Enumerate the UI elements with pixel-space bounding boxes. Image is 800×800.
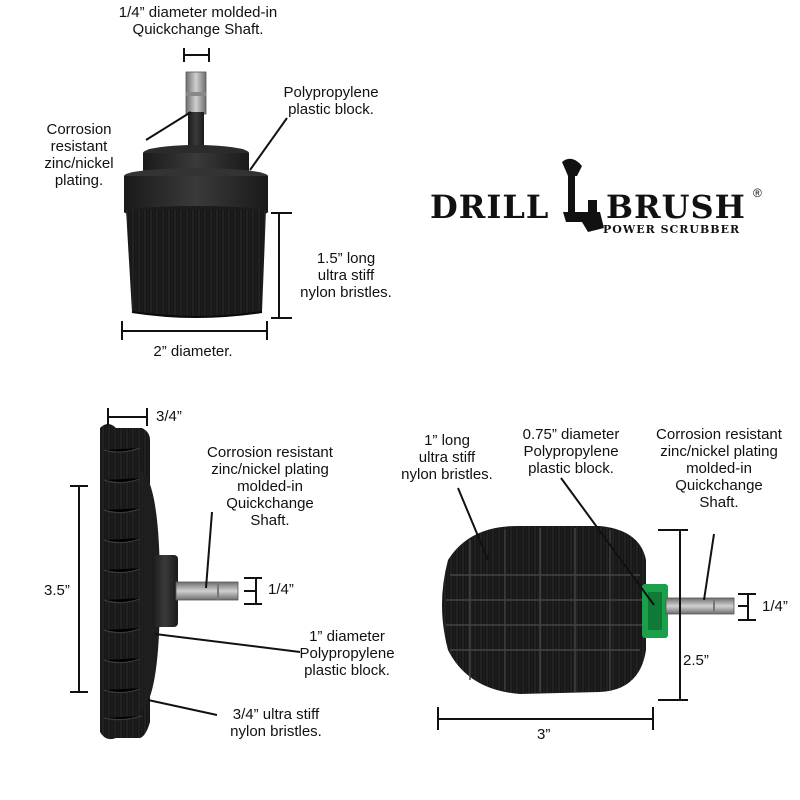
round-shaft-label: 1/4” bbox=[762, 598, 788, 615]
side-disc-brush bbox=[100, 424, 239, 740]
side-brush-disc bbox=[140, 470, 160, 712]
top-block-label: Polypropylene plastic block. bbox=[283, 84, 379, 118]
side-bristle-label: 3/4” ultra stiff nylon bristles. bbox=[230, 706, 322, 740]
round-block-label: 0.75” diameter Polypropylene plastic blo… bbox=[522, 426, 620, 477]
top-plating-pointer bbox=[145, 111, 192, 141]
side-shaft-label: 1/4” bbox=[268, 581, 294, 598]
top-diameter-label: 2” diameter. bbox=[153, 343, 233, 360]
side-plating-pointer bbox=[205, 511, 213, 589]
logo-word-brush: BRUSH bbox=[606, 188, 746, 226]
top-brush-stem bbox=[188, 112, 204, 152]
side-width-label: 3/4” bbox=[156, 408, 182, 425]
logo-word-drill: DRILL bbox=[430, 188, 550, 226]
side-block-pointer bbox=[154, 633, 301, 653]
top-bristle-label: 1.5” long ultra stiff nylon bristles. bbox=[300, 250, 392, 301]
side-bristle-pointer bbox=[147, 699, 218, 716]
round-brush-bristles bbox=[442, 525, 646, 694]
round-brush-shaft bbox=[665, 597, 735, 615]
top-shaft-label: 1/4” diameter molded-in Quickchange Shaf… bbox=[118, 4, 278, 38]
round-bristle-pointer bbox=[457, 487, 489, 561]
registered-mark: ® bbox=[753, 186, 762, 200]
top-brush-bristles bbox=[126, 210, 266, 317]
round-bristle-label: 1” long ultra stiff nylon bristles. bbox=[401, 432, 493, 483]
round-height-label: 2.5” bbox=[683, 652, 709, 669]
side-plating-label: Corrosion resistant zinc/nickel plating … bbox=[207, 444, 333, 529]
round-bottle-brush bbox=[442, 525, 735, 694]
top-block-pointer bbox=[249, 117, 288, 171]
top-plating-label: Corrosion resistant zinc/nickel plating. bbox=[44, 121, 114, 189]
logo-figure-icon bbox=[562, 158, 604, 232]
side-height-label: 3.5” bbox=[44, 582, 70, 599]
round-block-pointer bbox=[560, 477, 655, 606]
side-brush-block bbox=[152, 555, 178, 627]
top-flat-brush bbox=[124, 71, 268, 318]
round-plating-label: Corrosion resistant zinc/nickel plating … bbox=[656, 426, 782, 511]
side-block-label: 1” diameter Polypropylene plastic block. bbox=[299, 628, 395, 679]
round-plating-pointer bbox=[703, 533, 715, 601]
round-width-label: 3” bbox=[537, 726, 551, 743]
logo-tagline: POWER SCRUBBER bbox=[603, 223, 741, 236]
